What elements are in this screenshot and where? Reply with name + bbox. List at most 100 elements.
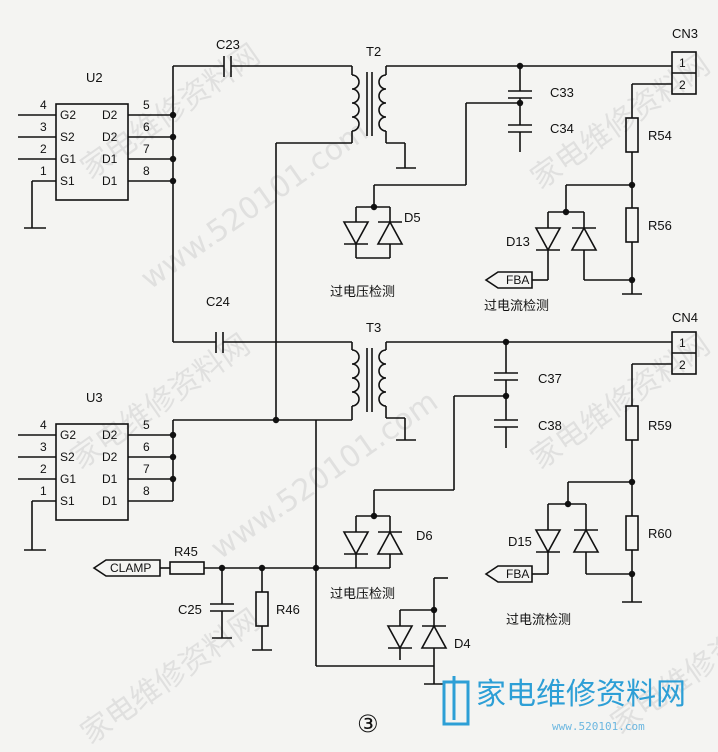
pin-number: 4 — [40, 418, 47, 432]
pin-number: 5 — [143, 418, 150, 432]
pin-label: G2 — [60, 108, 76, 122]
r56-label: R56 — [648, 218, 672, 233]
pin-number: 4 — [40, 98, 47, 112]
diode-d5: D5 过电压检测 — [330, 206, 421, 300]
pin-label: S1 — [60, 174, 75, 188]
clamp-label: CLAMP — [110, 561, 151, 575]
d13-label: D13 — [506, 234, 530, 249]
u3-output-bus — [169, 416, 352, 501]
ic-u3-left-pins: 4 3 2 1 G2 S2 G1 S1 — [18, 418, 76, 551]
d5-label: D5 — [404, 210, 421, 225]
pin-label: D1 — [102, 494, 118, 508]
watermark-text: 家电维修资料网 — [75, 602, 267, 751]
c24-label: C24 — [206, 294, 230, 309]
transformer-t3: T3 — [351, 320, 672, 441]
pin-number: 2 — [40, 142, 47, 156]
c34-label: C34 — [550, 121, 574, 136]
pin-number: 5 — [143, 98, 150, 112]
diode-d4: D4 — [386, 577, 471, 685]
pin-number: 7 — [143, 142, 150, 156]
transformer-t2: T2 — [276, 44, 672, 169]
ic-u3-label: U3 — [86, 390, 103, 405]
t3-label: T3 — [366, 320, 381, 335]
overvoltage-label: 过电压检测 — [330, 285, 395, 300]
cn3-label: CN3 — [672, 26, 698, 41]
pin-label: D2 — [102, 130, 118, 144]
pin-label: D2 — [102, 450, 118, 464]
capacitor-c33-c34: C33 C34 — [508, 62, 574, 152]
u2-output-bus — [169, 66, 177, 342]
c23-label: C23 — [216, 37, 240, 52]
figure-number: ③ — [357, 710, 379, 738]
pin-number: 1 — [679, 336, 686, 350]
r54-label: R54 — [648, 128, 672, 143]
pin-label: D2 — [102, 428, 118, 442]
clamp-node — [312, 420, 434, 667]
pin-label: D1 — [102, 152, 118, 166]
pin-label: D1 — [102, 472, 118, 486]
fba-flag-lower: FBA — [484, 565, 533, 583]
connector-cn4: CN4 1 2 — [632, 310, 698, 375]
pin-label: S1 — [60, 494, 75, 508]
d4-label: D4 — [454, 636, 471, 651]
pin-label: D1 — [102, 174, 118, 188]
resistor-r46: R46 — [252, 564, 300, 651]
pin-number: 6 — [143, 120, 150, 134]
overcurrent-label: 过电流检测 — [484, 299, 549, 314]
capacitor-c37-c38: C37 C38 — [494, 338, 562, 448]
capacitor-c25: C25 — [178, 564, 234, 639]
ic-u2: U2 4 3 2 1 G2 S2 G1 S1 D2 D2 D1 D1 5 — [18, 70, 173, 229]
diode-d6: D6 过电压检测 — [316, 515, 433, 602]
ic-u3-right-pins: D2 D2 D1 D1 5 6 7 8 — [102, 418, 173, 508]
cn4-label: CN4 — [672, 310, 698, 325]
pin-number: 6 — [143, 440, 150, 454]
c25-label: C25 — [178, 602, 202, 617]
ic-u2-right-pins: D2 D2 D1 D1 5 6 7 8 — [102, 98, 173, 188]
pin-label: G1 — [60, 152, 76, 166]
pin-number: 3 — [40, 440, 47, 454]
d6-label: D6 — [416, 528, 433, 543]
pin-number: 1 — [40, 164, 47, 178]
current-sense-upper: R54 R56 D13 — [506, 84, 672, 295]
site-logo: 家电维修资料网 www.520101.com — [442, 676, 686, 733]
r45-label: R45 — [174, 544, 198, 559]
pin-number: 2 — [679, 358, 686, 372]
d15-label: D15 — [508, 534, 532, 549]
logo-text: 家电维修资料网 — [476, 677, 686, 712]
r59-label: R59 — [648, 418, 672, 433]
ic-u2-label: U2 — [86, 70, 103, 85]
overvoltage-label: 过电压检测 — [330, 587, 395, 602]
pin-label: G1 — [60, 472, 76, 486]
capacitor-c23: C23 — [173, 37, 352, 77]
watermark-url: www.520101.com — [205, 384, 445, 567]
r46-label: R46 — [276, 602, 300, 617]
pin-number: 7 — [143, 462, 150, 476]
pin-label: G2 — [60, 428, 76, 442]
c38-label: C38 — [538, 418, 562, 433]
c33-label: C33 — [550, 85, 574, 100]
pin-label: S2 — [60, 450, 75, 464]
clamp-flag: CLAMP — [92, 559, 161, 577]
d6-sense-wire — [370, 395, 506, 520]
pin-number: 1 — [679, 56, 686, 70]
connector-cn3: CN3 1 2 — [632, 26, 698, 95]
pin-number: 2 — [40, 462, 47, 476]
pin-number: 2 — [679, 78, 686, 92]
logo-url: www.520101.com — [552, 720, 645, 733]
watermark: 家电维修资料网 www.520101.com 家电维修资料网 www.52010… — [65, 37, 718, 751]
pin-number: 8 — [143, 484, 150, 498]
c37-label: C37 — [538, 371, 562, 386]
watermark-url: www.520101.com — [135, 114, 375, 297]
d5-sense-wire — [370, 102, 520, 211]
current-sense-lower: R59 R60 D15 — [508, 364, 672, 603]
book-icon — [442, 676, 470, 726]
pin-label: D2 — [102, 108, 118, 122]
overcurrent-label: 过电流检测 — [506, 613, 571, 628]
pin-number: 1 — [40, 484, 47, 498]
t2-label: T2 — [366, 44, 381, 59]
r60-label: R60 — [648, 526, 672, 541]
fba-flag-upper: FBA — [484, 271, 533, 289]
pin-number: 8 — [143, 164, 150, 178]
ic-u2-left-pins: 4 3 2 1 G2 S2 G1 S1 — [18, 98, 76, 229]
